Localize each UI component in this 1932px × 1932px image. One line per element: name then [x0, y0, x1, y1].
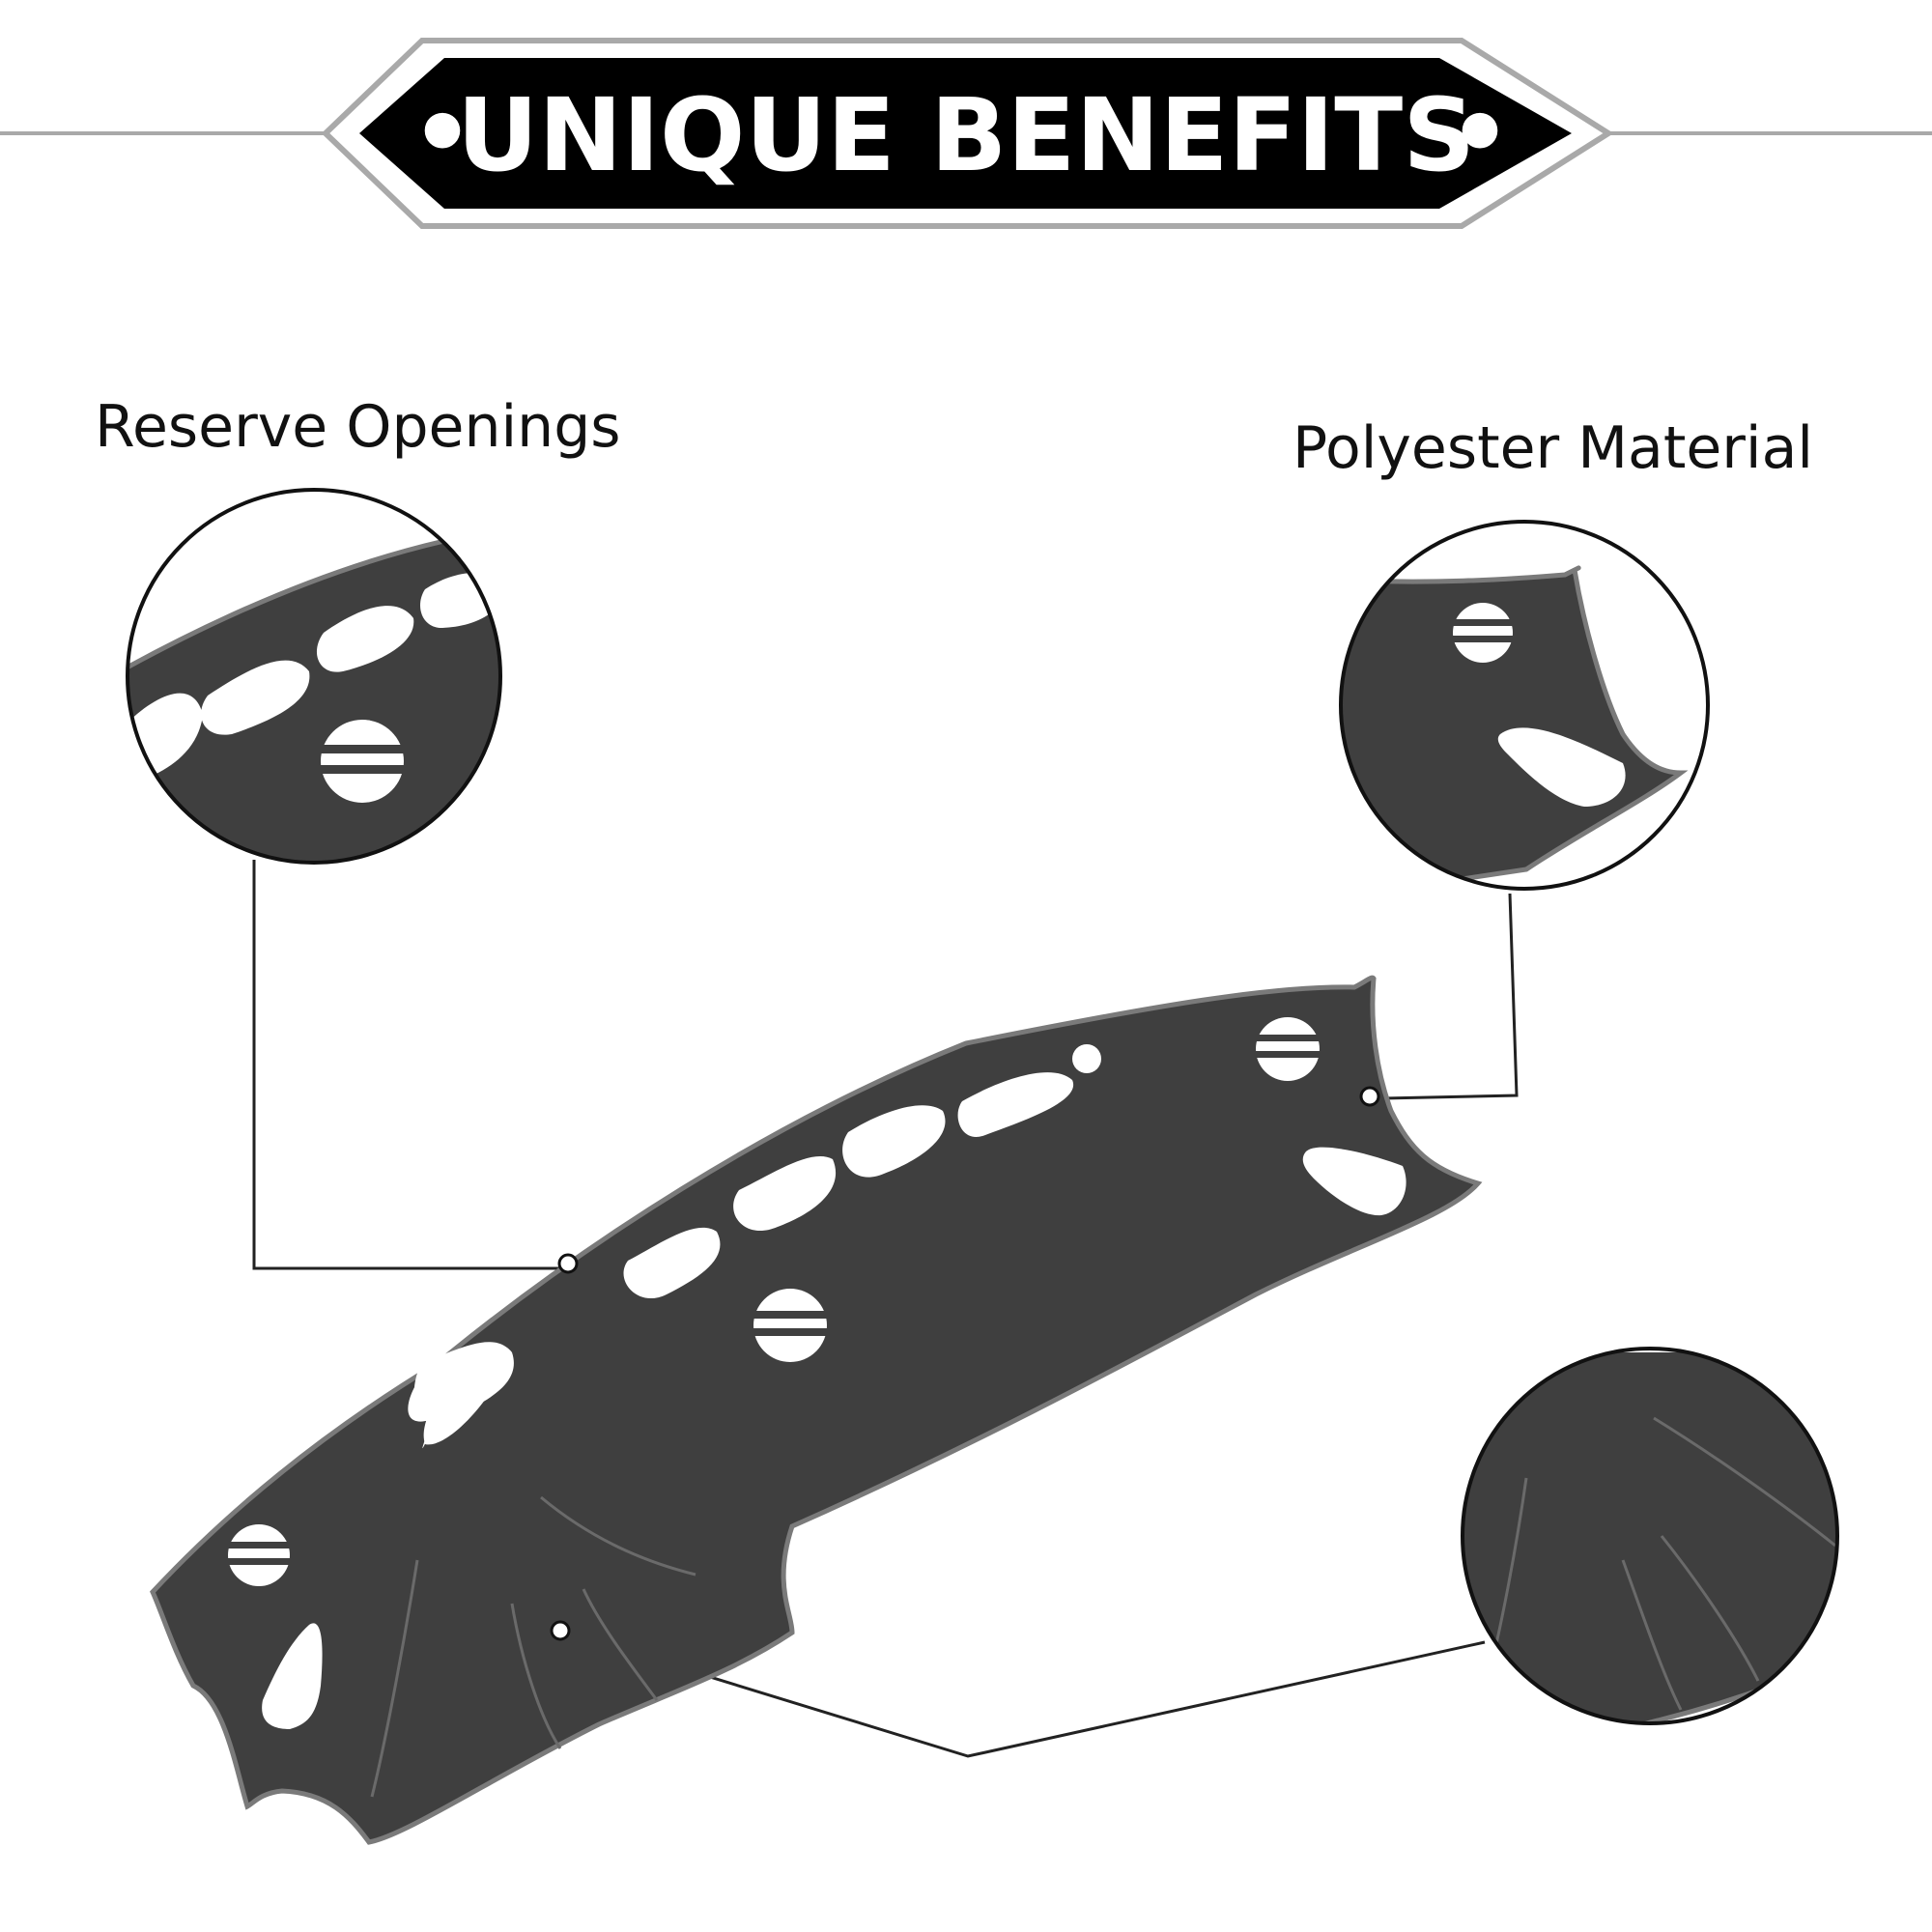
opening-vent-left — [262, 1623, 323, 1729]
connector-openings — [252, 860, 564, 1270]
speaker-grille-icon — [750, 1289, 831, 1362]
callout-label-material: Polyester Material — [1293, 414, 1814, 482]
banner-title: UNIQUE BENEFITS — [457, 76, 1475, 194]
openings-closeup-icon — [126, 488, 502, 865]
dashboard-cover-mat-icon — [150, 975, 1483, 1845]
callout-label-openings: Reserve Openings — [95, 393, 621, 461]
opening-long — [423, 1348, 505, 1445]
anchor-stitching — [550, 1620, 571, 1641]
speaker-grille-icon — [224, 1524, 294, 1586]
banner-bullet-left: • — [411, 74, 474, 192]
mat-openings — [262, 1044, 1406, 1729]
mat-speaker-grilles — [224, 1017, 1323, 1586]
material-closeup-icon — [1339, 520, 1710, 891]
connector-material — [1382, 893, 1519, 1100]
opening-sensor — [1072, 1044, 1101, 1073]
stitching-closeup-icon — [1461, 1347, 1839, 1725]
opening-slot — [957, 1072, 1074, 1137]
banner-plate — [359, 58, 1572, 209]
opening-vent-right — [1302, 1147, 1406, 1216]
title-banner: • UNIQUE BENEFITS • — [0, 38, 1932, 229]
anchor-material — [1359, 1086, 1380, 1107]
opening-slot — [842, 1105, 946, 1178]
anchor-openings — [557, 1253, 579, 1274]
opening-slot — [623, 1227, 721, 1299]
banner-outline — [321, 38, 1614, 229]
mat-body — [150, 975, 1483, 1845]
banner-bullet-right: • — [1448, 74, 1512, 192]
callout-anchors — [550, 1086, 1380, 1641]
mat-stitch-seams — [370, 1495, 696, 1798]
opening-slot — [733, 1156, 837, 1232]
speaker-grille-icon — [1252, 1017, 1323, 1081]
